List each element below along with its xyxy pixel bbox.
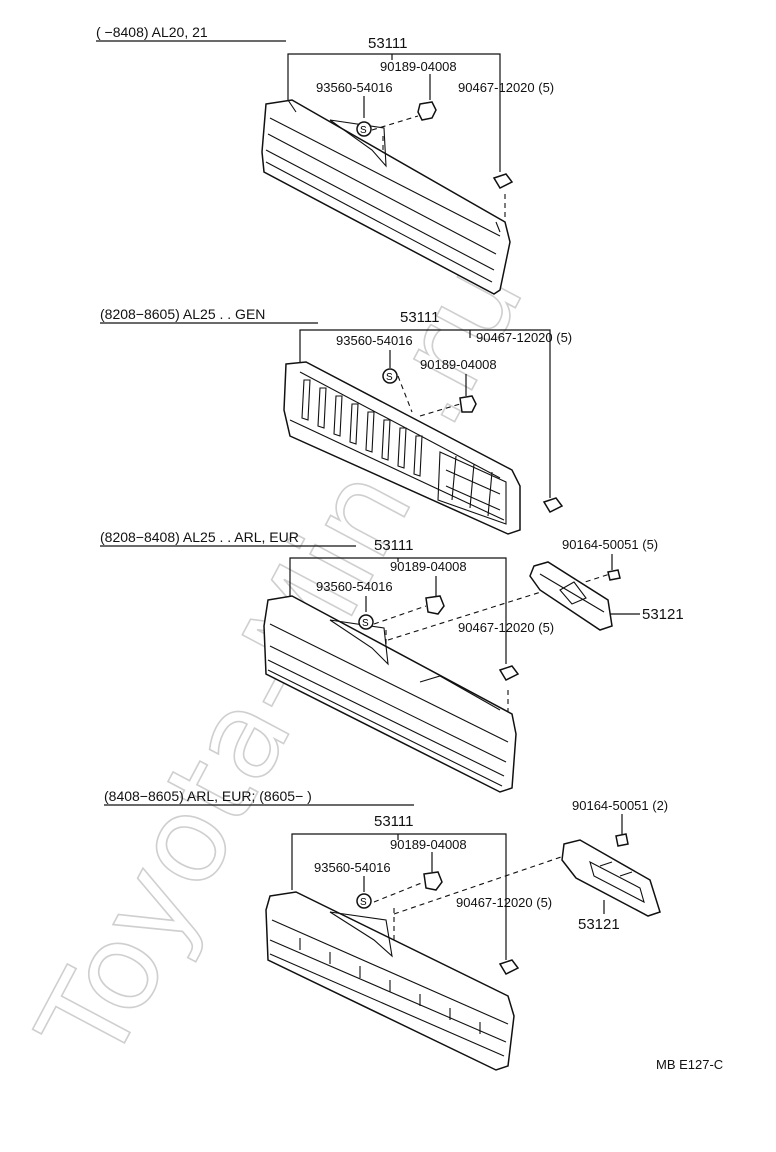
screw-icon xyxy=(607,569,621,581)
grille-53111 xyxy=(265,891,515,1071)
screw-part-label: 90164-50051 (5) xyxy=(562,537,658,552)
svg-text:S: S xyxy=(386,372,393,383)
seal-s-icon: S xyxy=(356,121,372,137)
seal-part-label: 93560-54016 xyxy=(316,80,393,95)
seal-s-icon: S xyxy=(358,614,374,630)
seal-part-label: 93560-54016 xyxy=(336,333,413,348)
grille-part-label: 53111 xyxy=(400,309,440,326)
section-header: (8408−8605) ARL, EUR; (8605− ) xyxy=(104,788,312,804)
seal-s-icon: S xyxy=(356,893,372,909)
section-header: (8208−8408) AL25 . . ARL, EUR xyxy=(100,529,299,545)
nut-icon xyxy=(498,665,520,681)
grille-part-label: 53111 xyxy=(374,813,414,830)
screw-icon xyxy=(615,833,629,847)
nut-icon xyxy=(542,497,564,513)
section-3: (8208−8408) AL25 . . ARL, EUR 53111 9018… xyxy=(100,529,684,793)
clip-icon xyxy=(417,101,437,121)
emblem-part-label: 53121 xyxy=(642,606,684,623)
section-4: (8408−8605) ARL, EUR; (8605− ) 53111 901… xyxy=(104,788,668,1071)
nut-icon xyxy=(492,173,514,189)
figure-code: MB E127-C xyxy=(656,1057,723,1072)
grille-53111 xyxy=(261,99,511,295)
clip-icon xyxy=(459,395,477,413)
clip-part-label: 90189-04008 xyxy=(390,837,467,852)
svg-text:S: S xyxy=(360,125,367,136)
nut-icon xyxy=(498,959,520,975)
screw-part-label: 90164-50051 (2) xyxy=(572,798,668,813)
svg-text:S: S xyxy=(360,897,367,908)
section-header: (8208−8605) AL25 . . GEN xyxy=(100,306,265,322)
section-header: ( −8408) AL20, 21 xyxy=(96,24,208,40)
emblem-part-label: 53121 xyxy=(578,916,620,933)
seal-s-icon: S xyxy=(382,368,398,384)
section-1: ( −8408) AL20, 21 53111 90189-04008 9356… xyxy=(96,24,554,295)
seal-part-label: 93560-54016 xyxy=(316,579,393,594)
grille-part-label: 53111 xyxy=(374,537,414,554)
clip-part-label: 90189-04008 xyxy=(390,559,467,574)
emblem-53121 xyxy=(529,561,613,631)
svg-text:S: S xyxy=(362,618,369,629)
clip-part-label: 90189-04008 xyxy=(420,357,497,372)
emblem-53121 xyxy=(561,839,661,917)
grille-part-label: 53111 xyxy=(368,35,408,52)
section-2: (8208−8605) AL25 . . GEN 53111 93560-540… xyxy=(100,306,572,535)
nut-part-label: 90467-12020 (5) xyxy=(476,330,572,345)
nut-part-label: 90467-12020 (5) xyxy=(458,80,554,95)
nut-part-label: 90467-12020 (5) xyxy=(456,895,552,910)
clip-icon xyxy=(425,595,445,615)
clip-part-label: 90189-04008 xyxy=(380,59,457,74)
clip-icon xyxy=(423,871,443,891)
grille-53111 xyxy=(283,361,521,535)
seal-part-label: 93560-54016 xyxy=(314,860,391,875)
